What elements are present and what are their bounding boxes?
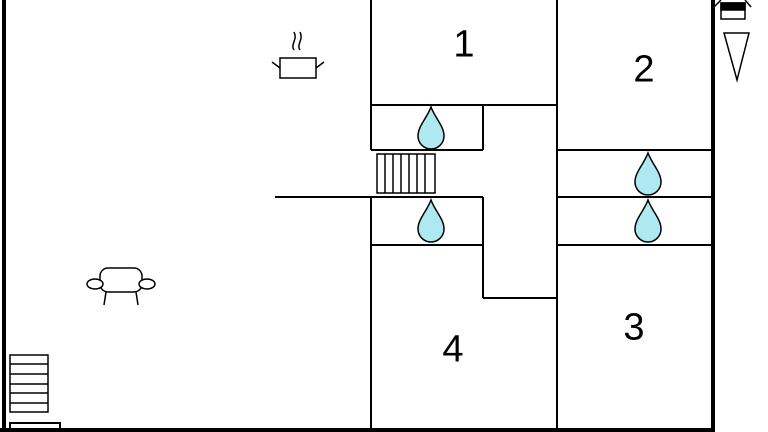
stairs-icon xyxy=(376,153,436,194)
entrance-lamp-icon xyxy=(712,0,752,20)
water-drop-icon xyxy=(634,197,662,243)
entrance-arrow-icon xyxy=(723,32,750,83)
room-label-2: 2 xyxy=(633,48,655,91)
room-label-3: 3 xyxy=(623,306,645,349)
sofa-icon xyxy=(86,267,156,306)
water-drop-icon xyxy=(417,104,445,150)
water-drop-icon xyxy=(417,197,445,243)
room-label-1: 1 xyxy=(453,23,475,66)
water-drop-icon xyxy=(634,150,662,196)
cooking-pot-icon xyxy=(271,31,325,79)
room-label-4: 4 xyxy=(442,328,464,371)
stairs-icon xyxy=(9,354,49,413)
walls xyxy=(0,0,715,432)
